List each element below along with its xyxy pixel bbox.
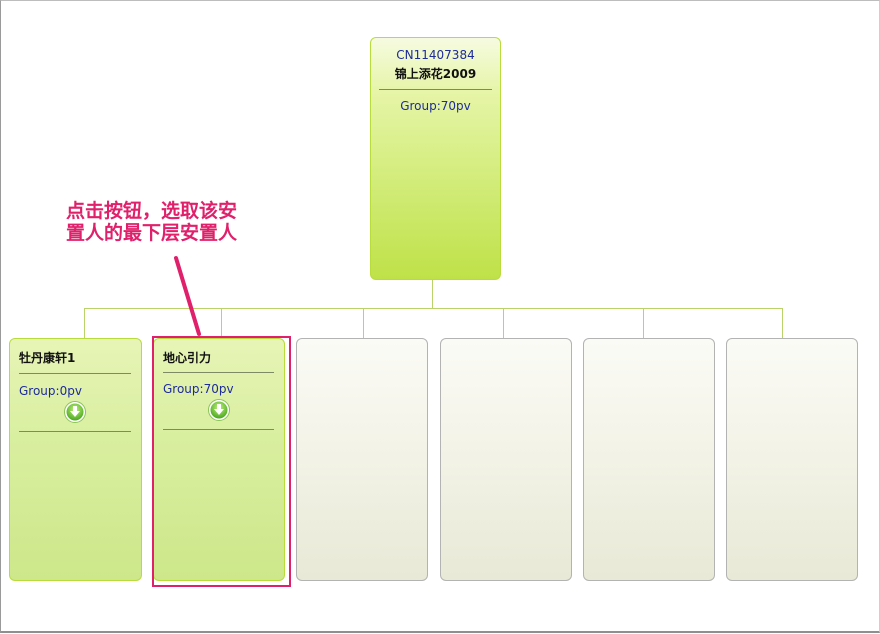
branch-connector xyxy=(363,308,364,339)
divider xyxy=(19,431,131,432)
annotation-line: 置人的最下层安置人 xyxy=(66,222,238,244)
root-group-pv: Group:70pv xyxy=(400,99,471,113)
child-group-pv: Group:0pv xyxy=(19,384,82,398)
branch-connector xyxy=(782,308,783,339)
child-member-name: 地心引力 xyxy=(163,351,212,365)
annotation-text: 点击按钮，选取该安 置人的最下层安置人 xyxy=(66,200,266,244)
empty-node-slot[interactable] xyxy=(296,338,428,581)
selection-highlight xyxy=(152,336,291,587)
divider xyxy=(163,372,274,373)
child-group-pv: Group:70pv xyxy=(163,382,234,396)
branch-connector xyxy=(221,308,222,339)
branch-connector xyxy=(84,308,85,339)
branch-connector xyxy=(503,308,504,339)
child-member-name: 牡丹康轩1 xyxy=(19,351,76,365)
empty-node-slot[interactable] xyxy=(583,338,715,581)
down-arrow-icon[interactable] xyxy=(208,399,230,421)
root-member-name: 锦上添花2009 xyxy=(394,67,477,81)
annotation-pointer xyxy=(174,256,201,336)
root-connector xyxy=(432,279,433,308)
down-arrow-icon[interactable] xyxy=(64,401,86,423)
empty-node-slot[interactable] xyxy=(726,338,858,581)
divider xyxy=(379,89,492,90)
annotation-line: 点击按钮，选取该安 xyxy=(66,200,238,222)
root-member-code[interactable]: CN11407384 xyxy=(396,48,475,62)
root-node-card[interactable]: CN11407384 锦上添花2009 Group:70pv xyxy=(370,37,501,280)
divider xyxy=(163,429,274,430)
branch-connector xyxy=(643,308,644,339)
horizontal-connector xyxy=(84,308,782,309)
divider xyxy=(19,373,131,374)
child-node-card[interactable]: 牡丹康轩1 Group:0pv xyxy=(9,338,142,581)
empty-node-slot[interactable] xyxy=(440,338,572,581)
